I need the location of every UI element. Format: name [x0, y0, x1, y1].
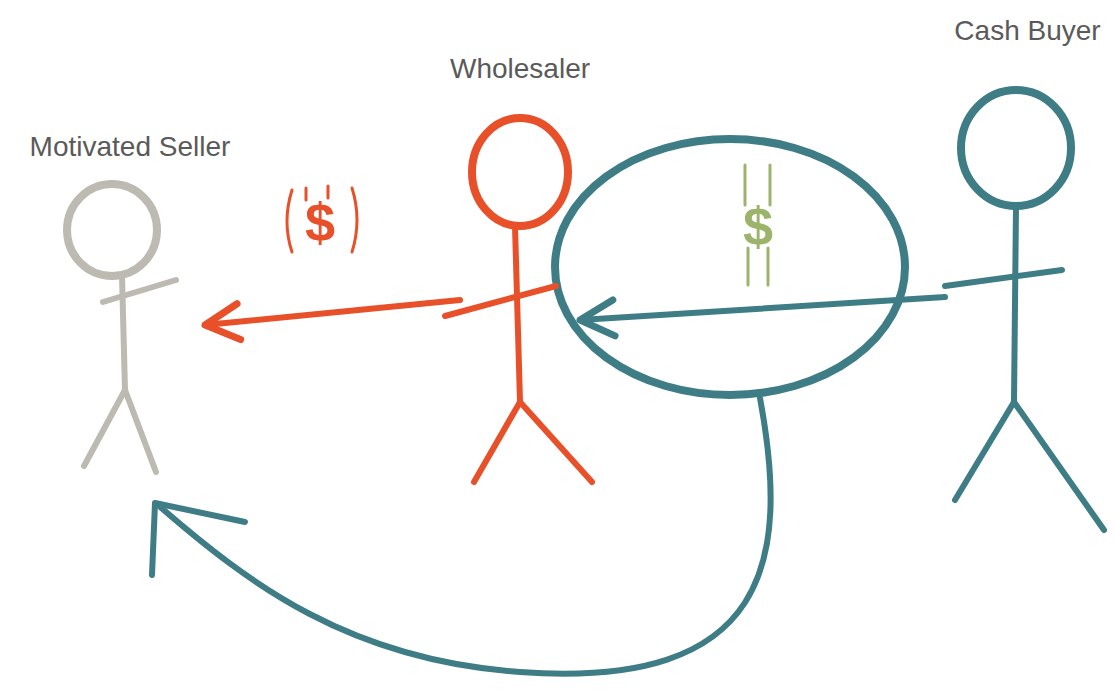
stick-figure: Motivated Seller [55, 128, 205, 478]
figure-limb [103, 280, 176, 302]
figure-drawing [460, 50, 580, 490]
flow-curve [158, 398, 771, 674]
money-arrow [580, 297, 945, 320]
money-symbol: $ [743, 196, 773, 256]
figure-head [472, 118, 568, 226]
figure-drawing [945, 10, 1110, 540]
money-strokes [287, 186, 357, 252]
figure-label: Cash Buyer [954, 14, 1100, 48]
figure-label: Wholesaler [450, 52, 590, 86]
figure-limb [445, 286, 556, 316]
figure-limb [520, 402, 592, 482]
figure-label: Motivated Seller [30, 130, 231, 164]
highlight-circle [555, 139, 905, 395]
figure-limb [945, 270, 1062, 286]
figure-limb [474, 402, 520, 482]
figure-limb [125, 390, 156, 472]
figure-limb [515, 226, 520, 402]
figure-limb [955, 402, 1014, 500]
figure-head [67, 184, 157, 276]
arrow-head [205, 304, 241, 340]
figure-limb [84, 390, 125, 466]
stick-figure: Cash Buyer [945, 10, 1110, 540]
money-symbol: $ [305, 192, 335, 252]
money-arrow [205, 300, 460, 325]
arrow-head [580, 300, 615, 336]
stick-figure: Wholesaler [460, 50, 580, 490]
figure-drawing [55, 128, 205, 478]
figure-limb [1014, 402, 1104, 530]
figure-limb [1014, 206, 1016, 402]
figure-head [961, 90, 1071, 206]
curve-arrowhead [152, 503, 245, 575]
